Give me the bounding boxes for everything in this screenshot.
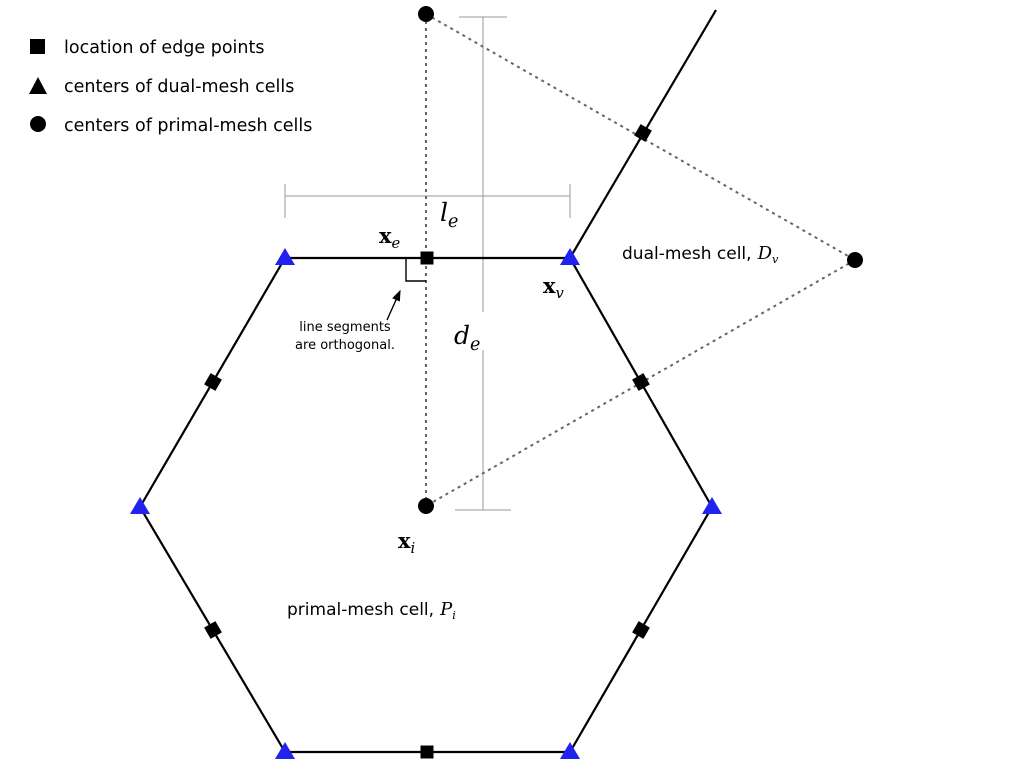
label-primal-text: primal-mesh cell, (287, 600, 434, 620)
orthogonal-note-line2: are orthogonal. (295, 338, 395, 353)
cell-center-circle-top (418, 6, 434, 22)
legend-item-dual-centers: centers of dual-mesh cells (29, 77, 294, 97)
label-le: le (440, 198, 458, 232)
legend: location of edge points centers of dual-… (29, 38, 312, 136)
edge-point-square (204, 373, 222, 391)
vertex-triangle (275, 742, 295, 759)
label-de: de (454, 321, 480, 355)
primal-cell-center-markers (418, 6, 863, 514)
vertex-triangle-xv (560, 248, 580, 265)
label-dual-math-sub: v (772, 253, 779, 266)
legend-item-primal-centers: centers of primal-mesh cells (30, 116, 312, 136)
edge-point-square (420, 745, 434, 759)
legend-label-dual-centers: centers of dual-mesh cells (64, 77, 294, 97)
edge-point-markers (204, 124, 652, 759)
label-dual-math-base: D (757, 243, 773, 264)
edge-point-square (632, 621, 650, 639)
edge-point-square (632, 373, 650, 391)
square-icon (30, 39, 45, 54)
label-primal-mesh-cell: primal-mesh cell,Pi (287, 599, 456, 622)
orthogonal-note-arrow (386, 289, 401, 321)
vertex-triangle (275, 248, 295, 265)
label-de-backdrop (450, 312, 496, 350)
label-de-base: d (454, 321, 470, 350)
right-angle-icon (405, 258, 426, 282)
label-dual-mesh-cell: dual-mesh cell,Dv (622, 243, 779, 266)
vertex-triangle (130, 497, 150, 514)
circle-icon (30, 116, 46, 132)
label-xv-base: x (543, 273, 556, 298)
triangle-icon (29, 77, 47, 94)
label-le-base: l (440, 198, 448, 227)
vertex-triangle (702, 497, 722, 514)
label-dual-text: dual-mesh cell, (622, 244, 752, 264)
label-xe-sub: e (392, 235, 401, 252)
edge-point-square-xe (420, 251, 434, 265)
label-xv-sub: v (556, 285, 565, 302)
label-xi: xi (398, 528, 415, 557)
label-de-sub: e (470, 335, 480, 355)
cell-center-circle-right (847, 252, 863, 268)
label-primal-math-sub: i (452, 609, 456, 622)
legend-label-edge-points: location of edge points (64, 38, 265, 58)
label-xe-base: x (379, 223, 392, 248)
label-xv: xv (543, 273, 565, 302)
legend-item-edge-points: location of edge points (30, 38, 265, 58)
label-xe: xe (379, 223, 401, 252)
label-le-sub: e (448, 212, 458, 232)
orthogonal-note-line1: line segments (299, 320, 391, 335)
legend-label-primal-centers: centers of primal-mesh cells (64, 116, 312, 136)
edge-point-square (204, 621, 222, 639)
label-xi-sub: i (411, 540, 416, 557)
cell-center-circle-xi (418, 498, 434, 514)
vertex-triangle (560, 742, 580, 759)
dual-cell-center-markers (130, 248, 722, 759)
label-primal-math-base: P (439, 599, 453, 620)
measurement-guides (284, 16, 571, 511)
edge-point-square (634, 124, 652, 142)
label-xi-base: x (398, 528, 411, 553)
